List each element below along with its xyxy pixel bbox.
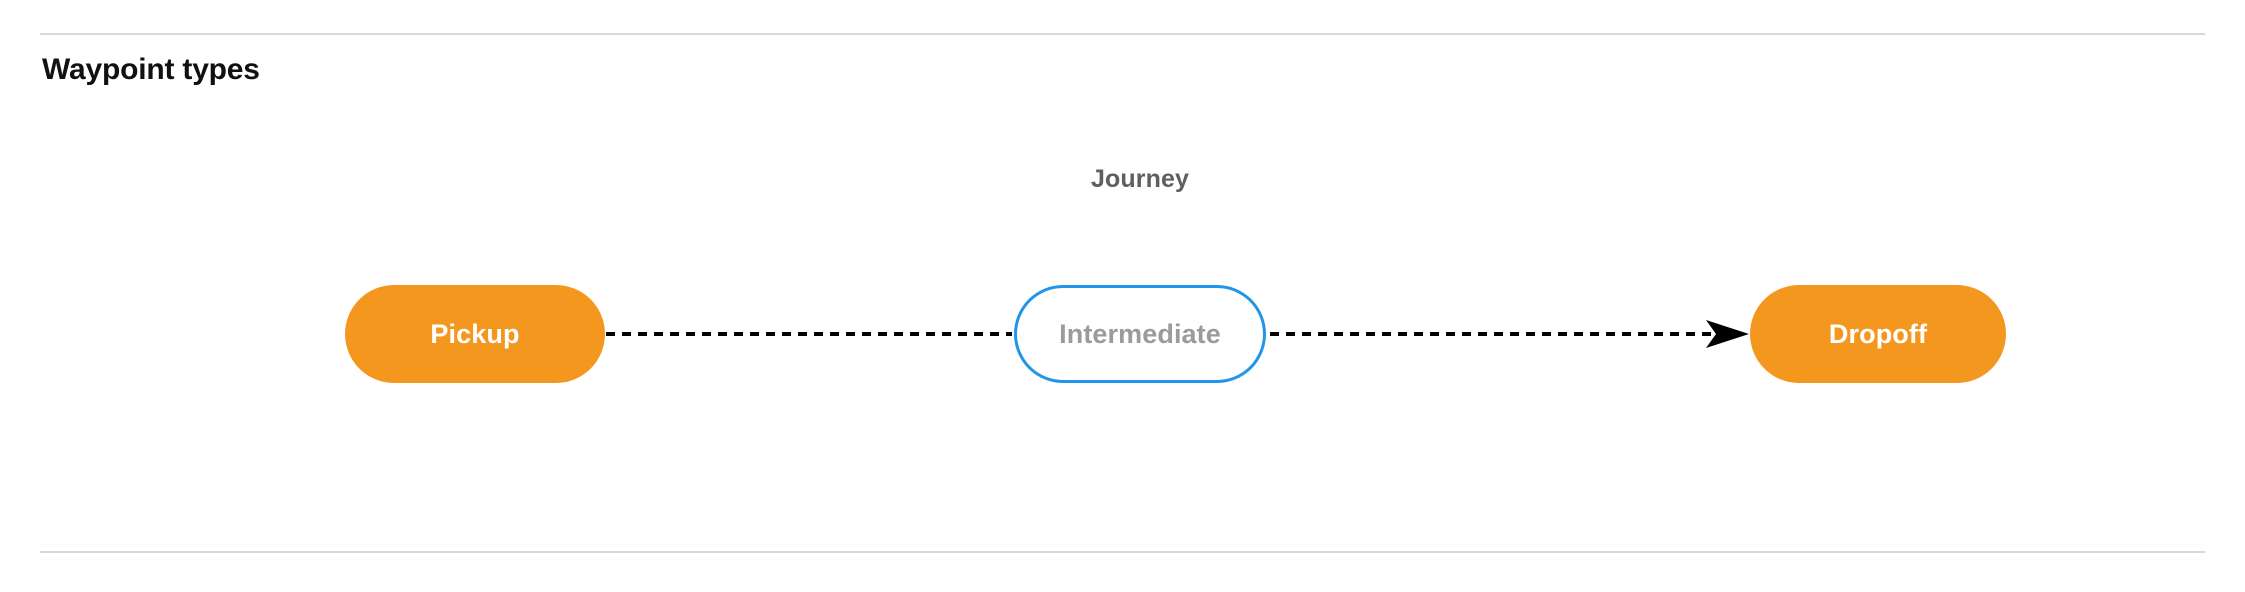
node-dropoff-label: Dropoff (1828, 318, 1928, 349)
divider-bottom (40, 551, 2205, 553)
edge-arrowhead-icon (1706, 320, 1749, 348)
node-pickup-label: Pickup (430, 318, 520, 349)
node-intermediate-label: Intermediate (1059, 318, 1221, 349)
divider-top (40, 33, 2205, 35)
node-dropoff[interactable]: Dropoff (1750, 285, 2006, 383)
node-pickup[interactable]: Pickup (345, 285, 605, 383)
graph-label-journey: Journey (1091, 165, 1189, 193)
page-title: Waypoint types (42, 53, 260, 86)
node-intermediate[interactable]: Intermediate (1014, 285, 1266, 383)
